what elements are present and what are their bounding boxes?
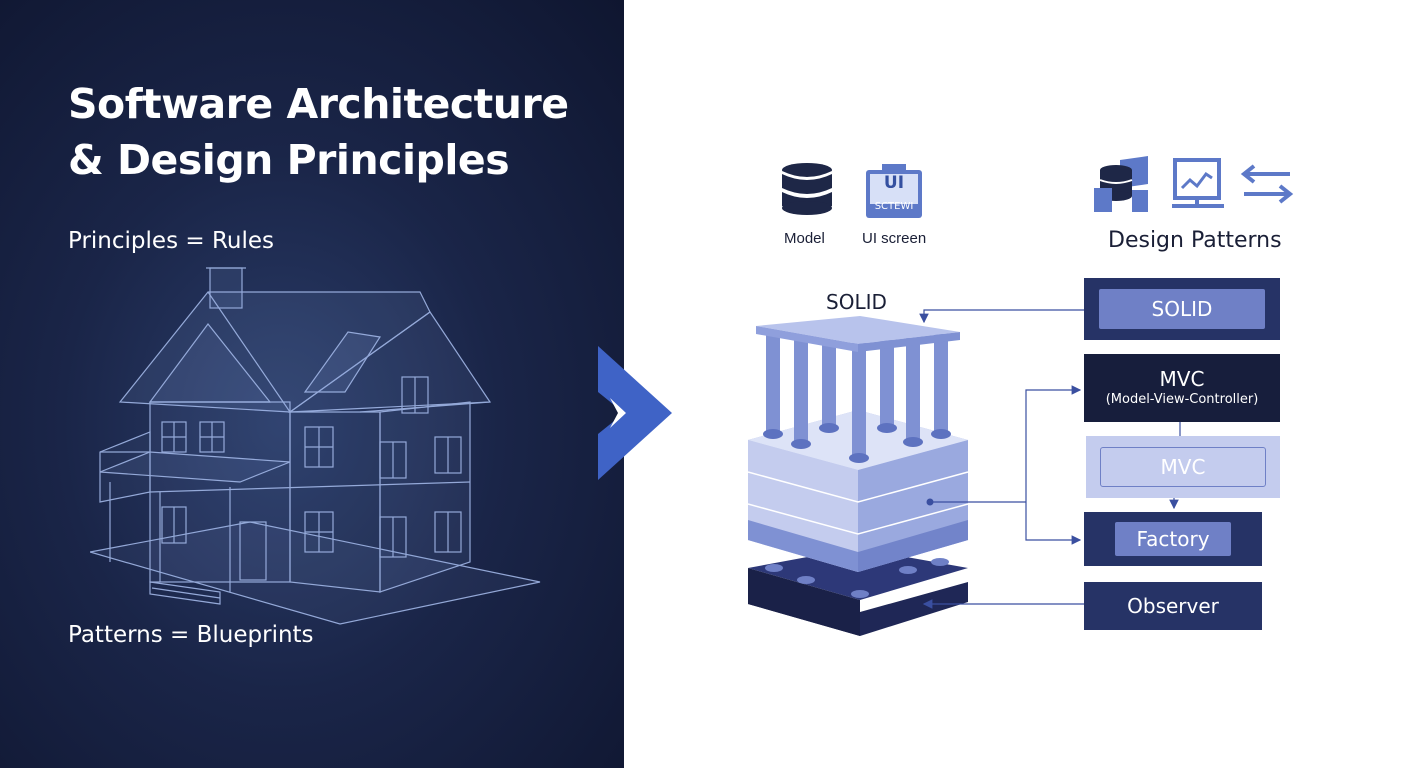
mvc-light-box-label: MVC: [1100, 447, 1266, 487]
ui-screen-icon: UI SCTEWI: [864, 164, 924, 220]
main-title-line-2: & Design Principles: [68, 136, 510, 184]
mvc-light-box: MVC: [1086, 436, 1280, 498]
dashboard-monitor-icon: [1172, 158, 1224, 208]
factory-box: Factory: [1084, 512, 1262, 566]
ui-screen-icon-text: UI: [883, 173, 905, 193]
solid-box-label: SOLID: [1099, 289, 1265, 329]
database-icon: [781, 163, 833, 215]
principles-label: Principles = Rules: [68, 228, 274, 254]
mvc-box-subtitle: (Model-View-Controller): [1105, 392, 1259, 407]
database-server-icon: [1094, 156, 1148, 212]
ui-screen-icon-label: UI screen: [862, 230, 927, 247]
chevron-right-icon: [598, 346, 672, 480]
factory-box-label: Factory: [1115, 522, 1231, 556]
patterns-label: Patterns = Blueprints: [68, 622, 314, 648]
solid-box: SOLID: [1084, 278, 1280, 340]
main-title: Software Architecture & Design Principle…: [68, 76, 608, 188]
swap-arrows-icon: [1240, 164, 1294, 204]
observer-box: Observer: [1084, 582, 1262, 630]
house-blueprint-illustration: [90, 267, 541, 625]
observer-box-label: Observer: [1127, 594, 1219, 618]
main-title-line-1: Software Architecture: [68, 80, 569, 128]
ui-screen-icon-caption: SCTEWI: [874, 201, 914, 212]
solid-structure-label: SOLID: [826, 290, 887, 314]
design-patterns-title: Design Patterns: [1108, 228, 1282, 253]
model-icon-label: Model: [784, 230, 825, 247]
mvc-box-title: MVC: [1159, 367, 1205, 391]
mvc-box: MVC (Model-View-Controller): [1084, 354, 1280, 422]
left-panel: Software Architecture & Design Principle…: [0, 0, 624, 768]
